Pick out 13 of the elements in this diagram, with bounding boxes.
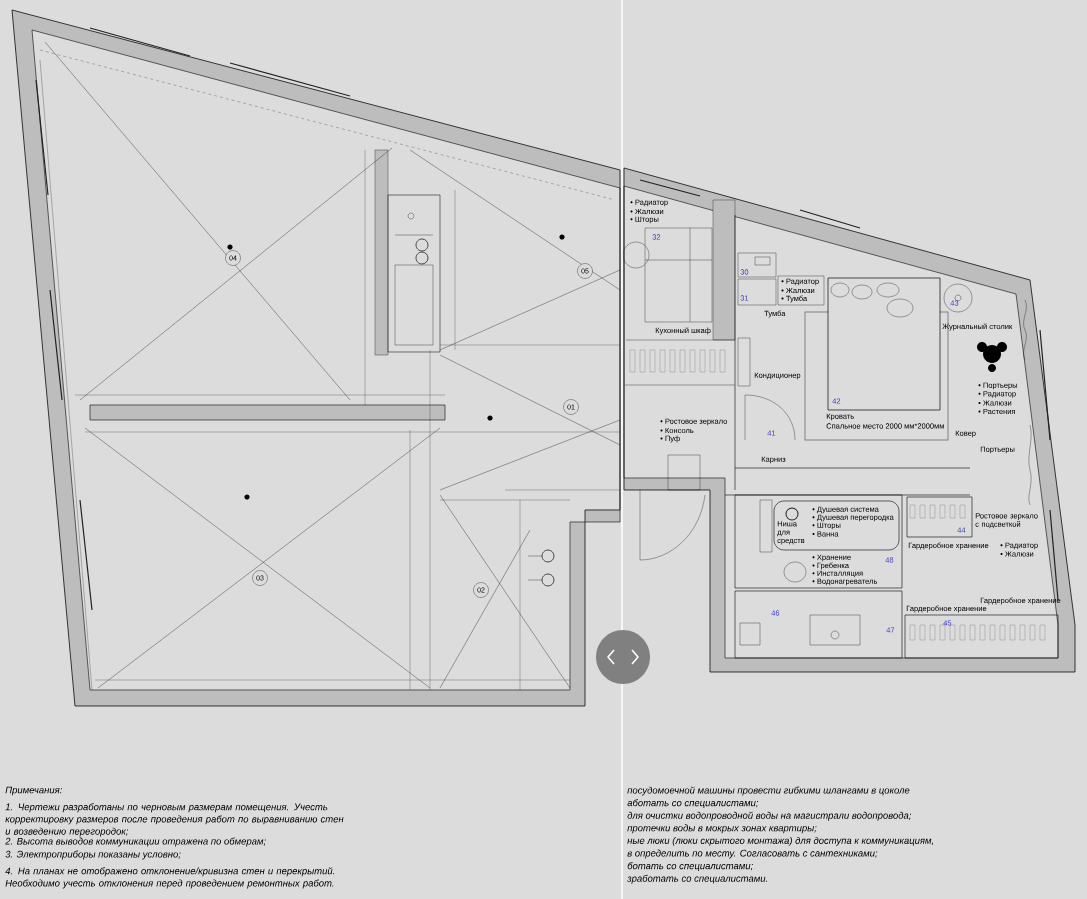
note-text: протечки воды в мокрых зонах квартиры; [627, 824, 817, 834]
note-text: 4. На планах не отображено отклонение/кривизна стен и перекрытий. Необходимо учесть отклонения перед проведением ремонтных работ. [5, 867, 335, 889]
note-text: 2. Высота выводов коммуникации отражена по обмерам; [5, 837, 266, 847]
notes-heading: Примечания: [5, 786, 62, 796]
note-text: 1. Чертежи разработаны по черновым размерам помещения. Учесть корректировку размеров после проведения работ по выравниванию стен и возведению перегородок; [5, 803, 344, 837]
note-text: посудомоечной машины провести гибкими шлангами в цоколе [627, 786, 910, 796]
note-text: 3. Электроприборы показаны условно; [5, 850, 181, 860]
note-text: ботать со специалистами; [627, 862, 753, 872]
note-text: зработать со специалистами. [627, 874, 768, 884]
note-text: ные люки (люки скрытого монтажа) для доступа к коммуникациям, [627, 836, 934, 846]
note-text: для очистки водопроводной воды на магистрали водопровода; [627, 811, 912, 821]
note-text: в определить по месту. Согласовать с сантехниками; [627, 849, 878, 859]
note-text: аботать со специалистами; [627, 799, 759, 809]
